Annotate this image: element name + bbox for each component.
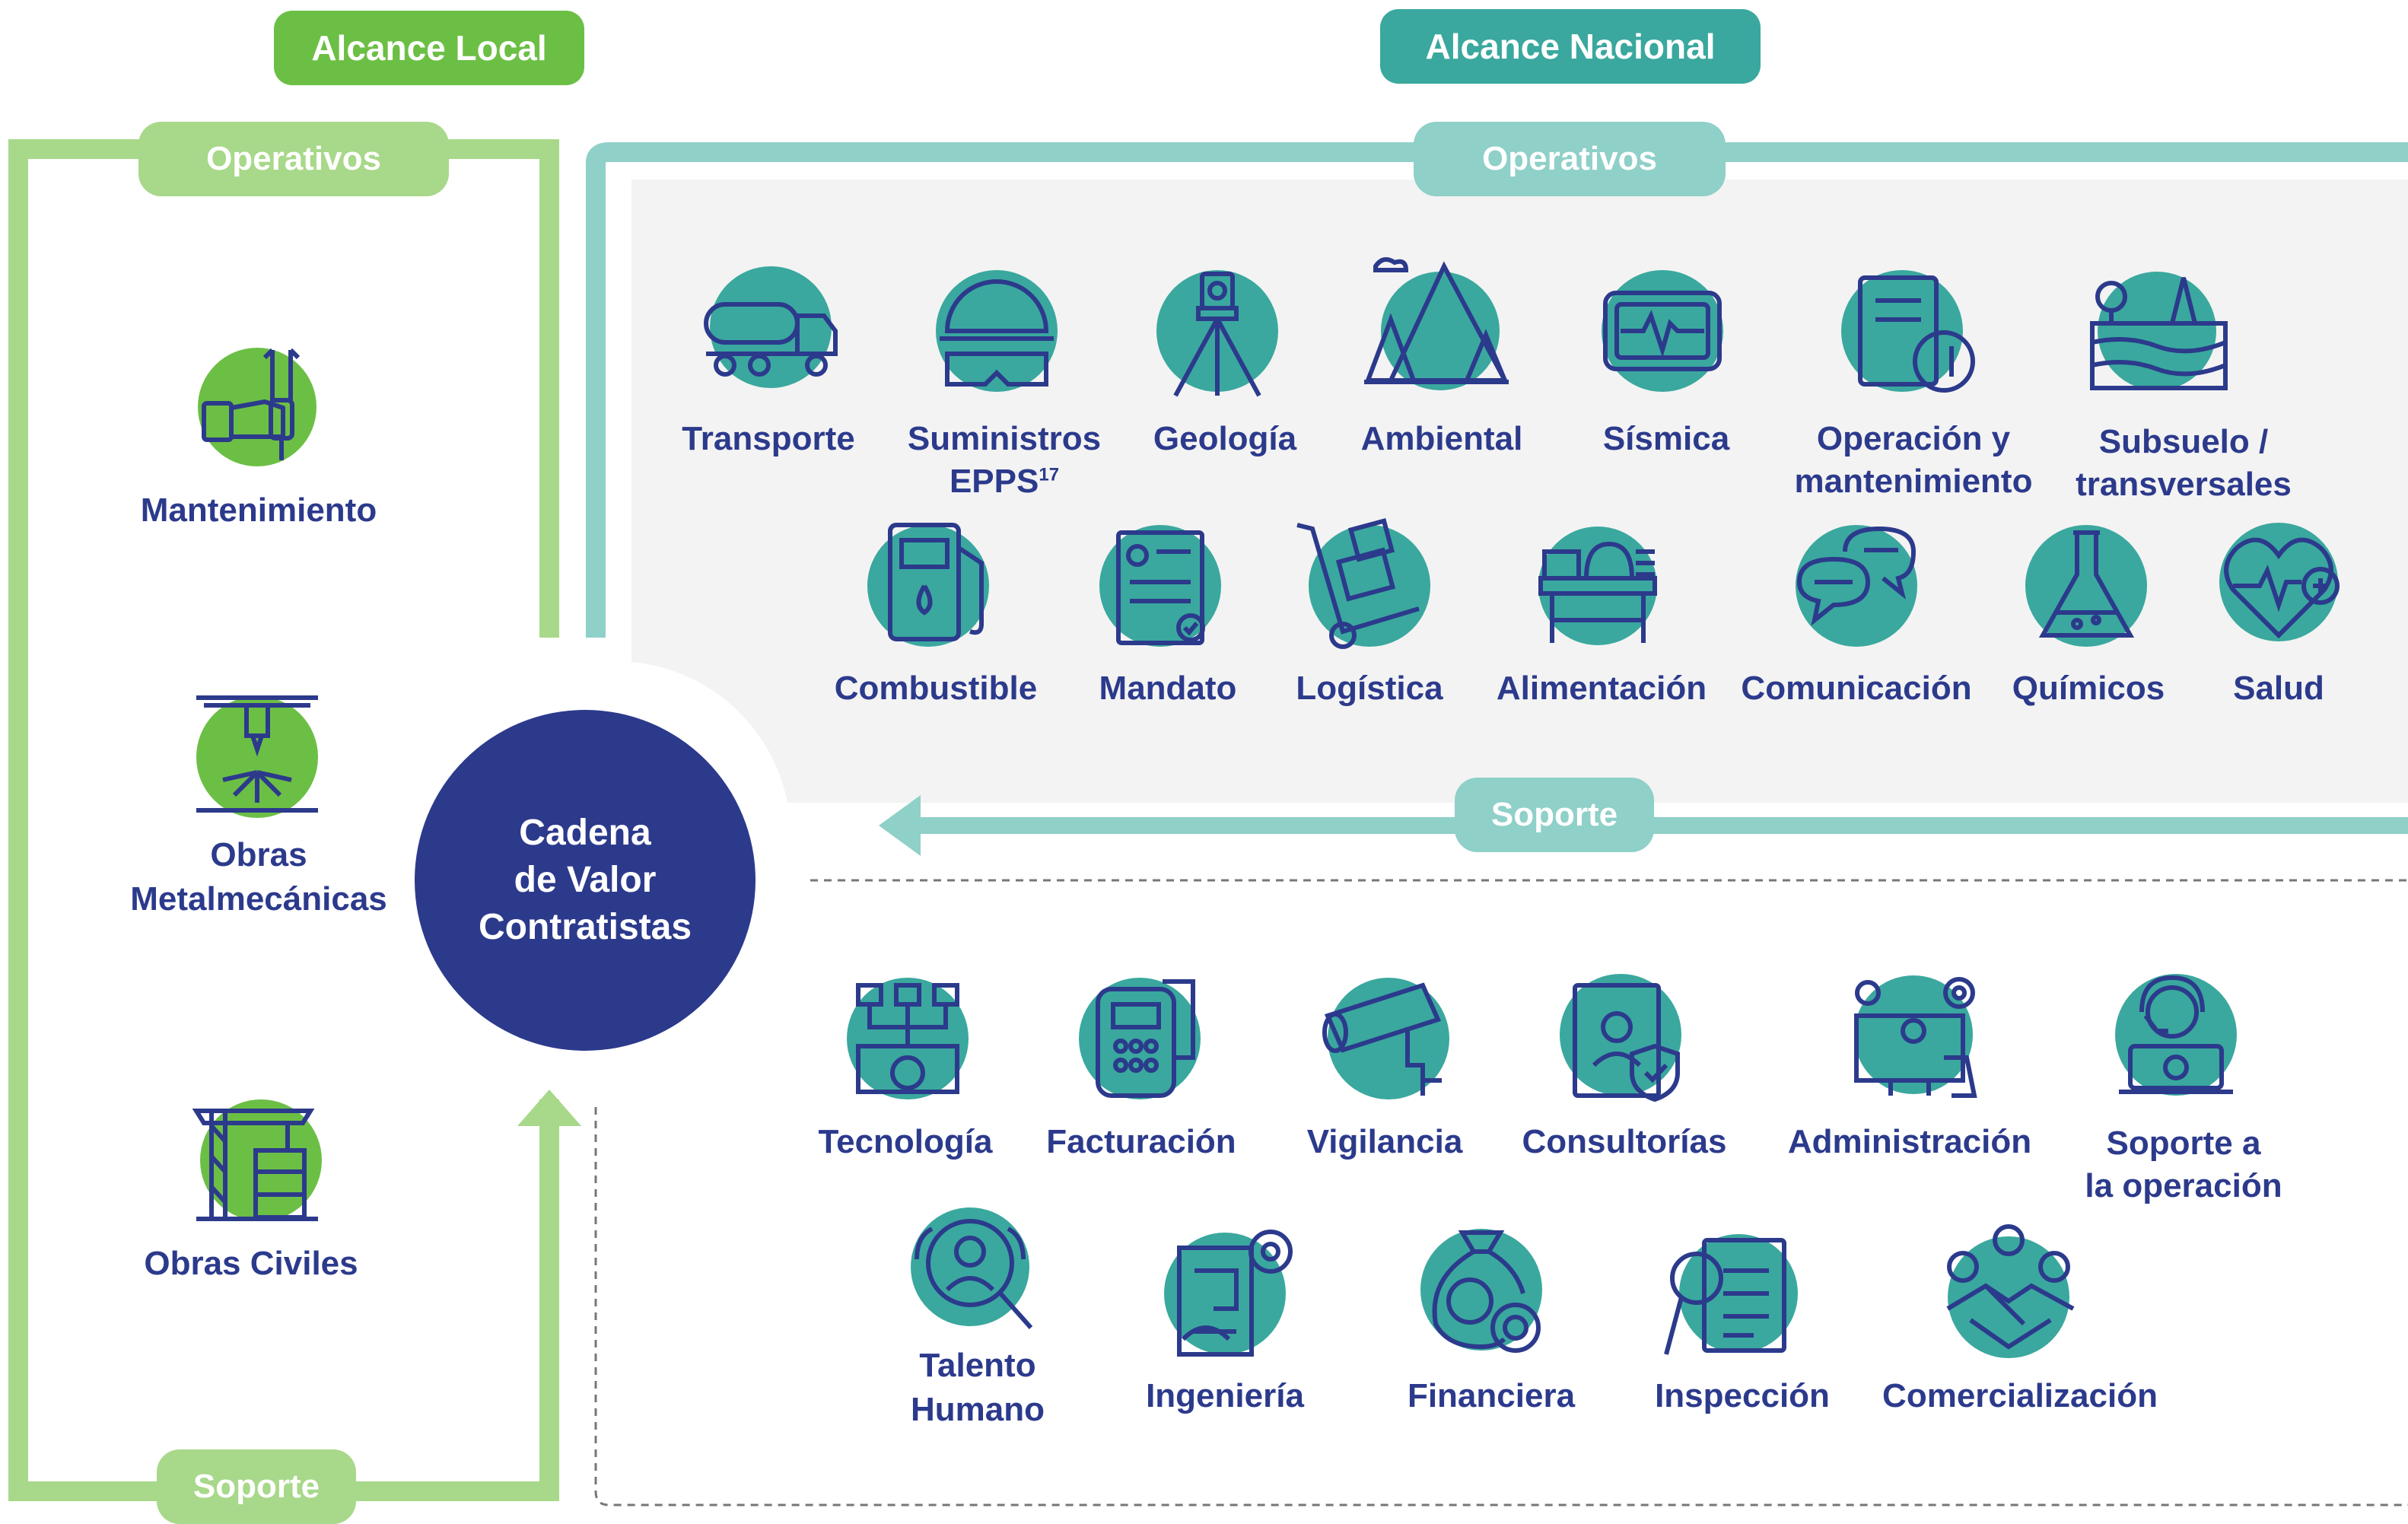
hand-wrench-icon [189,335,326,472]
heart-pulse-icon [2218,521,2347,651]
nacional-operativos-tag: Operativos [1414,122,1726,196]
operativo-label: Sísmica [1602,420,1730,457]
pos-terminal-icon [1079,974,1208,1103]
circuit-gear-icon [843,974,972,1103]
soporte-label: Tecnología [818,1123,993,1160]
local-up-arrow [517,1090,581,1126]
surveying-tripod-icon [1153,266,1282,403]
alcance-local-badge: Alcance Local [274,11,584,85]
soporte-label: Humano [911,1391,1045,1428]
soporte-label: Financiera [1407,1377,1576,1414]
operativo-label: Mandato [1099,670,1237,707]
soporte-label: Administración [1787,1123,2032,1160]
footnote-marker: 17 [1039,464,1060,485]
operativo-label: transversales [2076,466,2292,503]
nacional-frame [586,142,2408,638]
soporte-label: Comercialización [1882,1377,2158,1414]
contract-document-icon [1096,521,1225,651]
operativo-label: EPPS17 [949,463,1060,500]
operativo-label: Salud [2233,670,2324,707]
welding-machine-icon [189,689,326,826]
person-magnifier-icon [909,1206,1039,1339]
tanker-truck-icon [698,266,843,388]
hub-line-2: de Valor [514,860,657,900]
soporte-label: Talento [919,1347,1036,1384]
local-operativos-tag: Operativos [138,122,449,196]
soil-layers-icon [2088,270,2229,392]
operativo-label: Combustible [834,670,1038,707]
mountain-trees-icon [1360,251,1513,390]
soporte-label: Vigilancia [1306,1123,1463,1160]
handshake-money-icon [1940,1224,2081,1362]
soporte-label: Ingeniería [1146,1377,1304,1414]
machine-wrench-icon [1841,270,1978,399]
nacional-soporte-tag: Soporte [1455,778,1654,852]
fuel-pump-icon [867,517,1000,651]
hub-line-3: Contratistas [478,907,692,947]
soporte-label: Inspección [1655,1377,1830,1414]
operativo-label: Transporte [682,420,855,457]
crane-building-icon [189,1096,326,1233]
food-table-icon [1533,521,1662,651]
security-camera-icon [1316,974,1453,1103]
soporte-label: Soporte a [2106,1125,2261,1162]
soporte-label: la operación [2085,1167,2282,1204]
money-bag-gear-icon [1417,1225,1550,1362]
operativo-label: Alimentación [1496,670,1707,707]
local-item-label: Metalmecánicas [130,880,387,918]
helmet-goggles-icon [932,270,1061,399]
alcance-nacional-badge: Alcance Nacional [1380,9,1761,84]
operativo-label: Geología [1153,420,1297,457]
local-soporte-tag: Soporte [157,1449,356,1524]
operativo-label: Suministros [907,420,1102,457]
operativo-label: Comunicación [1741,670,1972,707]
hub-line-1: Cadena [519,813,651,853]
blueprint-gear-icon [1164,1225,1301,1358]
local-item-label: Obras Civiles [144,1245,358,1282]
seismograph-icon [1598,270,1727,399]
operativo-label: Ambiental [1360,420,1523,457]
flask-icon [2024,521,2149,651]
local-frame [8,139,559,1501]
chat-bubbles-icon [1792,521,1921,651]
magnifier-document-icon [1662,1233,1799,1362]
operativo-label: Subsuelo / [2098,423,2269,460]
operativo-label: Logística [1296,670,1443,707]
hand-truck-icon [1290,517,1430,651]
support-agent-icon [2111,970,2241,1103]
value-chain-hub: Cadena de Valor Contratistas [415,710,755,1051]
local-item-label: Mantenimiento [140,492,377,529]
monitor-people-gear-icon [1845,974,1982,1103]
operativo-label: Operación y [1816,420,2011,457]
operativo-label: mantenimiento [1794,463,2033,500]
operativo-label: Químicos [2012,670,2165,707]
local-item-label: Obras [210,836,307,873]
document-shield-icon [1556,974,1685,1103]
soporte-left-arrow [879,795,921,856]
soporte-label: Facturación [1046,1123,1236,1160]
operativos-panel [631,180,2408,803]
soporte-label: Consultorías [1522,1123,1727,1160]
